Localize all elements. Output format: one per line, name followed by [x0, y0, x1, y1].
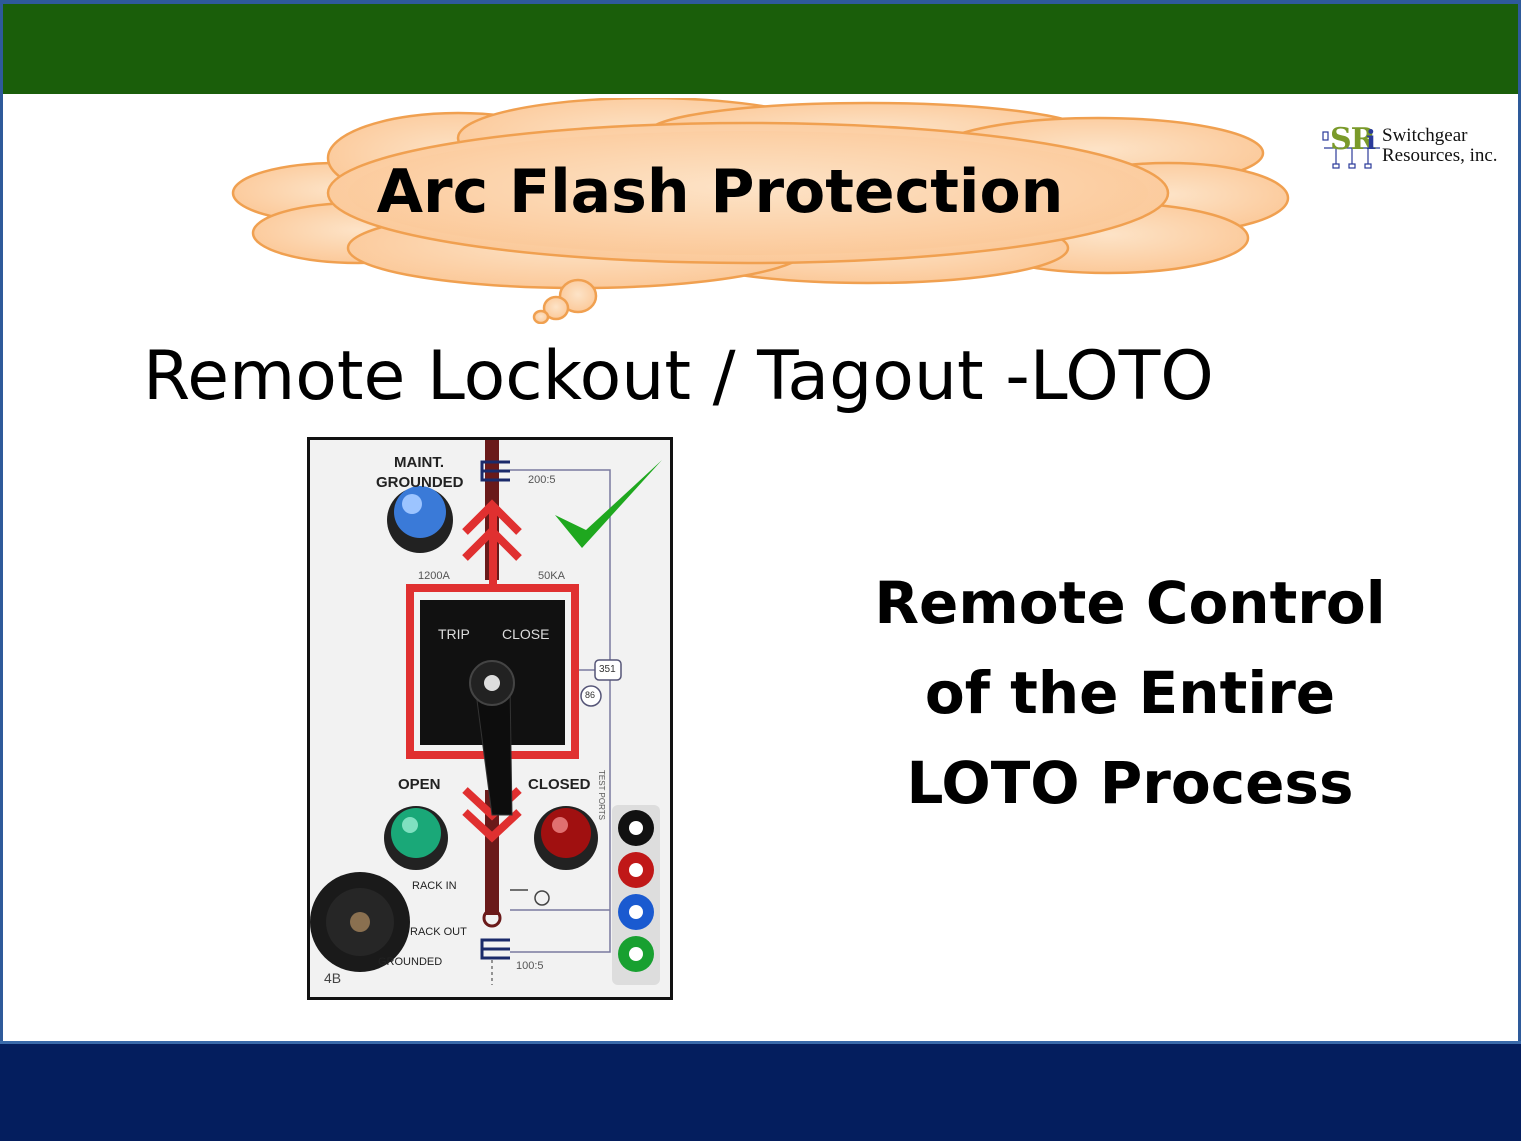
logo-line1: Switchgear	[1382, 125, 1468, 146]
indicator-light-green	[384, 806, 448, 870]
grounded-label: GROUNDED	[378, 956, 443, 968]
indicator-light-red	[534, 806, 598, 870]
close-label: CLOSE	[502, 626, 550, 642]
frame-right	[1518, 94, 1521, 1044]
ct-rating-top: 200:5	[528, 474, 556, 486]
right-text-line2: of the Entire	[924, 659, 1336, 727]
logo-line2: Resources, inc.	[1382, 145, 1498, 166]
rating-ka: 50KA	[538, 570, 565, 582]
relay-86: 86	[585, 690, 596, 700]
panel-graphic	[310, 440, 662, 985]
test-ports-label: TEST PORTS	[597, 770, 606, 820]
thought-cloud	[231, 98, 1290, 324]
control-panel-photo: MAINT. GROUNDED 200:5 1200A 50KA TRIP CL…	[307, 437, 673, 1000]
closed-label: CLOSED	[528, 776, 591, 793]
right-text-line3: LOTO Process	[906, 749, 1354, 817]
slide-title: Arc Flash Protection	[376, 157, 1064, 227]
logo-mark-i: i	[1366, 126, 1376, 156]
open-label: OPEN	[398, 776, 441, 793]
switch-handle-icon	[469, 660, 515, 816]
rating-amps: 1200A	[418, 570, 450, 582]
company-logo: SR i Switchgear Resources, inc.	[1322, 122, 1502, 174]
trip-label: TRIP	[438, 626, 470, 642]
indicator-light-blue	[387, 486, 453, 553]
lock-knob-icon	[310, 872, 410, 972]
right-text-line1: Remote Control	[874, 569, 1386, 637]
logo-mark: SR	[1330, 122, 1376, 157]
top-bar	[0, 0, 1521, 94]
remote-control-text: Remote Control of the Entire LOTO Proces…	[860, 558, 1400, 828]
relay-351: 351	[599, 664, 616, 675]
bottom-bar	[0, 1041, 1521, 1141]
ct-rating-bottom: 100:5	[516, 960, 544, 972]
maint-label-line1: MAINT.	[394, 454, 444, 471]
frame-left	[0, 94, 3, 1044]
rack-out-label: RACK OUT	[410, 926, 467, 938]
maint-label-line2: GROUNDED	[376, 474, 464, 491]
rack-in-label: RACK IN	[412, 880, 457, 892]
logo-circuit-icon	[1322, 131, 1380, 169]
unit-id: 4B	[324, 970, 342, 986]
checkmark-icon	[555, 460, 662, 548]
slide-subtitle: Remote Lockout / Tagout -LOTO	[143, 337, 1214, 416]
